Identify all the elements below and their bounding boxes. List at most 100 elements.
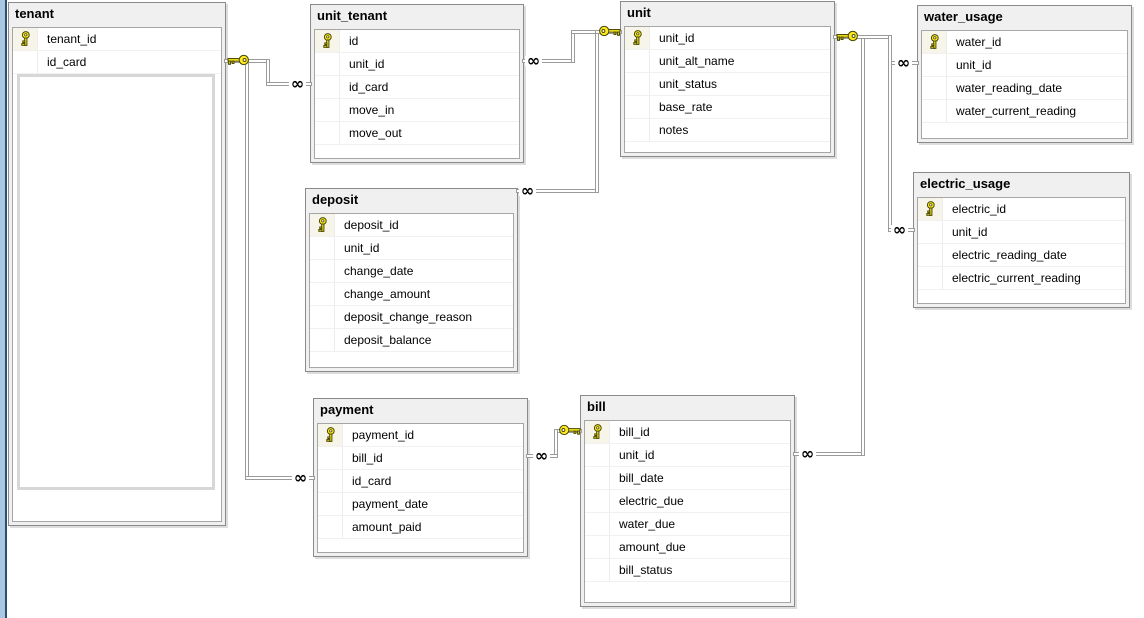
table-title[interactable]: water_usage [924, 9, 1003, 24]
field-name: water_id [956, 35, 1002, 49]
field-name: deposit_id [344, 218, 399, 232]
field-row-unit_id[interactable]: unit_id [918, 221, 1125, 244]
field-name: base_rate [659, 100, 713, 114]
key-cell [315, 53, 340, 75]
field-row-unit_id[interactable]: unit_id [922, 54, 1127, 77]
field-row-electric_reading_date[interactable]: electric_reading_date [918, 244, 1125, 267]
field-row-bill_status[interactable]: bill_status [585, 559, 790, 582]
field-row-bill_id[interactable]: bill_id [318, 447, 523, 470]
field-row-move_out[interactable]: move_out [315, 122, 519, 145]
field-row-electric_due[interactable]: electric_due [585, 490, 790, 513]
field-row-notes[interactable]: notes [625, 119, 830, 142]
field-row-electric_id[interactable]: electric_id [918, 198, 1125, 221]
field-row-id_card[interactable]: id_card [13, 51, 221, 74]
field-row-electric_current_reading[interactable]: electric_current_reading [918, 267, 1125, 290]
field-name: amount_paid [352, 520, 422, 534]
field-row-bill_id[interactable]: bill_id [585, 421, 790, 444]
field-row-change_date[interactable]: change_date [310, 260, 513, 283]
connector-segment [861, 35, 865, 456]
key-cell [918, 267, 943, 289]
field-row-id_card[interactable]: id_card [315, 76, 519, 99]
key-cell [318, 516, 343, 538]
field-row-payment_id[interactable]: payment_id [318, 424, 523, 447]
field-name: id_card [352, 474, 392, 488]
field-name: electric_current_reading [952, 271, 1081, 285]
table-electric_usage[interactable]: electric_usage electric_id unit_id electric… [913, 172, 1130, 308]
field-row-unit_id[interactable]: unit_id [310, 237, 513, 260]
field-row-amount_due[interactable]: amount_due [585, 536, 790, 559]
connector-segment [571, 30, 575, 63]
field-row-amount_paid[interactable]: amount_paid [318, 516, 523, 539]
key-icon [598, 25, 621, 38]
field-row-deposit_id[interactable]: deposit_id [310, 214, 513, 237]
field-name: unit_id [344, 241, 380, 255]
key-cell [318, 447, 343, 469]
infinity-icon: ∞ [533, 446, 550, 465]
field-row-water_id[interactable]: water_id [922, 31, 1127, 54]
primary-key-icon [585, 421, 610, 443]
field-row-move_in[interactable]: move_in [315, 99, 519, 122]
key-cell [918, 244, 943, 266]
table-title[interactable]: unit [627, 5, 651, 20]
key-cell [310, 237, 335, 259]
field-row-bill_date[interactable]: bill_date [585, 467, 790, 490]
field-row-id[interactable]: id [315, 30, 519, 53]
key-cell [315, 76, 340, 98]
field-row-water_current_reading[interactable]: water_current_reading [922, 100, 1127, 123]
field-row-water_reading_date[interactable]: water_reading_date [922, 77, 1127, 100]
table-title[interactable]: unit_tenant [317, 8, 388, 23]
table-title[interactable]: payment [320, 402, 374, 417]
connector-segment [888, 35, 892, 232]
table-title[interactable]: tenant [15, 6, 54, 21]
field-name: unit_id [952, 225, 988, 239]
key-cell [315, 122, 340, 144]
field-row-payment_date[interactable]: payment_date [318, 493, 523, 516]
field-row-unit_id[interactable]: unit_id [585, 444, 790, 467]
field-name: payment_id [352, 428, 415, 442]
table-title[interactable]: bill [587, 399, 606, 414]
field-row-unit_id[interactable]: unit_id [625, 27, 830, 50]
field-row-water_due[interactable]: water_due [585, 513, 790, 536]
table-title[interactable]: electric_usage [920, 176, 1011, 191]
connector-segment [245, 59, 249, 480]
field-row-unit_id[interactable]: unit_id [315, 53, 519, 76]
field-row-unit_alt_name[interactable]: unit_alt_name [625, 50, 830, 73]
table-payment[interactable]: payment payment_id bill_id id_card payment_d… [313, 398, 528, 557]
key-cell [922, 54, 947, 76]
infinity-icon: ∞ [292, 468, 309, 487]
table-grid: tenant_id id_card [12, 27, 222, 522]
field-row-deposit_balance[interactable]: deposit_balance [310, 329, 513, 352]
key-cell [585, 467, 610, 489]
connector-segment [595, 30, 599, 193]
field-row-id_card[interactable]: id_card [318, 470, 523, 493]
key-cell [585, 444, 610, 466]
infinity-icon: ∞ [289, 74, 306, 93]
key-cell [310, 260, 335, 282]
key-icon [836, 30, 859, 43]
field-row-unit_status[interactable]: unit_status [625, 73, 830, 96]
field-row-change_amount[interactable]: change_amount [310, 283, 513, 306]
field-name: unit_id [619, 448, 655, 462]
primary-key-icon [13, 28, 38, 50]
field-row-base_rate[interactable]: base_rate [625, 96, 830, 119]
primary-key-icon [922, 31, 947, 53]
field-row-tenant_id[interactable]: tenant_id [13, 28, 221, 51]
field-name: amount_due [619, 540, 686, 554]
window-left-edge [0, 0, 7, 618]
table-tenant[interactable]: tenant tenant_id id_card [8, 2, 226, 526]
primary-key-icon [625, 27, 650, 49]
table-title[interactable]: deposit [312, 192, 359, 207]
field-name: tenant_id [47, 32, 97, 46]
infinity-icon: ∞ [799, 444, 816, 463]
field-row-deposit_change_reason[interactable]: deposit_change_reason [310, 306, 513, 329]
key-icon [558, 424, 581, 437]
